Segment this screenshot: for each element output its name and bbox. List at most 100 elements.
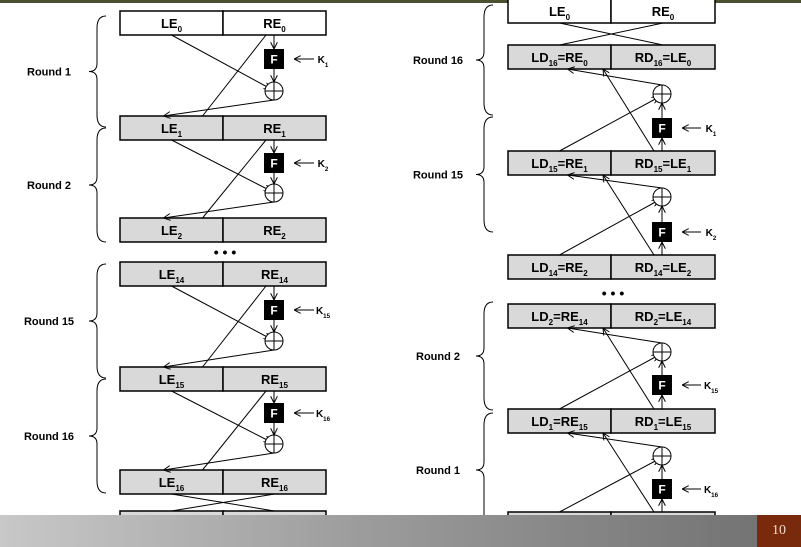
block-right [610,408,716,434]
line-left-to-xor [559,459,660,513]
block-left-label: LD15=RE1 [531,156,588,174]
f-function-box: F [264,49,284,69]
key-label: K1 [318,55,329,69]
round-brace [475,116,494,233]
line-right-to-left [603,175,655,256]
block-left [507,303,612,329]
line-xor-to-left [568,433,663,448]
round-brace [475,301,494,411]
key-label: K2 [318,159,329,173]
block-left [119,217,224,243]
block-right-label: RD16=LE0 [635,50,692,68]
f-function-box: F [652,118,672,138]
f-label: F [270,157,277,171]
line-right-to-left [202,34,267,117]
block-right [222,10,327,36]
line-left-to-xor [559,97,660,152]
ellipsis: • • • [214,244,237,260]
f-label: F [658,379,665,393]
line-xor-to-left [164,99,275,116]
block-right [610,254,716,280]
f-label: F [658,122,665,136]
block-right [610,511,716,515]
f-label: F [270,407,277,421]
round-brace [475,412,494,515]
round-brace [475,4,494,116]
key-label: K1 [706,124,717,138]
f-function-box: F [652,222,672,242]
block-left [119,261,224,287]
key-label: K2 [706,228,717,242]
xor-icon [264,434,284,454]
block-right-label: RD15=LE1 [635,156,692,174]
round-label: Round 1 [416,465,460,477]
round-label: Round 16 [413,55,463,67]
line-right-to-left [603,433,655,513]
line-xor-to-left [568,69,663,86]
key-label: K15 [316,306,331,320]
round-label: Round 15 [24,316,74,328]
line-xor-to-left [164,201,275,218]
line-xor-to-left [164,452,275,470]
key-label: K15 [704,381,719,395]
f-function-box: F [264,300,284,320]
round-brace [88,15,107,128]
f-function-box: F [264,153,284,173]
round-label: Round 1 [27,67,71,79]
block-right-label: RE15 [261,372,289,390]
block-left-label: LE2 [161,223,183,241]
block-right [222,510,327,515]
f-function-box: F [264,403,284,423]
f-label: F [658,483,665,497]
xor-icon [264,331,284,351]
f-function-box: F [652,375,672,395]
block-left [119,510,224,515]
line-left-to-xor [559,200,660,256]
block-left [507,150,612,176]
round-brace [88,378,107,494]
block-right [610,150,716,176]
block-left [119,366,224,392]
f-label: F [270,304,277,318]
line-right-to-left [202,285,267,368]
line-right-to-left [603,328,655,410]
block-left-label: LD1=RE15 [531,414,588,432]
block-left-label: LD2=RE14 [531,309,588,327]
line-left-to-xor [559,355,660,410]
ellipsis: • • • [602,285,625,301]
line-xor-to-left [568,175,663,189]
block-right [222,217,327,243]
block-right-label: RE2 [263,223,286,241]
line-xor-to-left [164,349,275,367]
block-right-label: RD14=LE2 [635,260,692,278]
block-left-label: LE15 [159,372,185,390]
block-right-label: RE1 [263,121,286,139]
block-right-label: RE14 [261,267,289,285]
key-label: K16 [704,485,719,499]
line-right-to-left [202,390,267,471]
key-label: K16 [316,409,331,423]
round-label: Round 15 [413,170,463,182]
slide-footer-bar [0,515,801,547]
swap-line [559,22,664,46]
line-xor-to-left [568,328,663,344]
line-left-to-xor [171,285,272,339]
block-left-label: LE14 [159,267,185,285]
block-right-label: RE0 [652,4,675,22]
block-left-label: LE0 [549,4,571,22]
block-left [507,511,612,515]
xor-icon [652,84,672,104]
block-right-label: RD2=LE14 [635,309,692,327]
block-right-label: RE16 [261,475,289,493]
f-function-box: F [652,479,672,499]
f-label: F [658,226,665,240]
top-rule [0,0,801,3]
xor-icon [652,446,672,466]
line-right-to-left [202,139,267,219]
round-brace [88,127,107,243]
block-right [222,469,327,495]
round-brace [88,263,107,379]
block-left-label: LE0 [161,16,183,34]
